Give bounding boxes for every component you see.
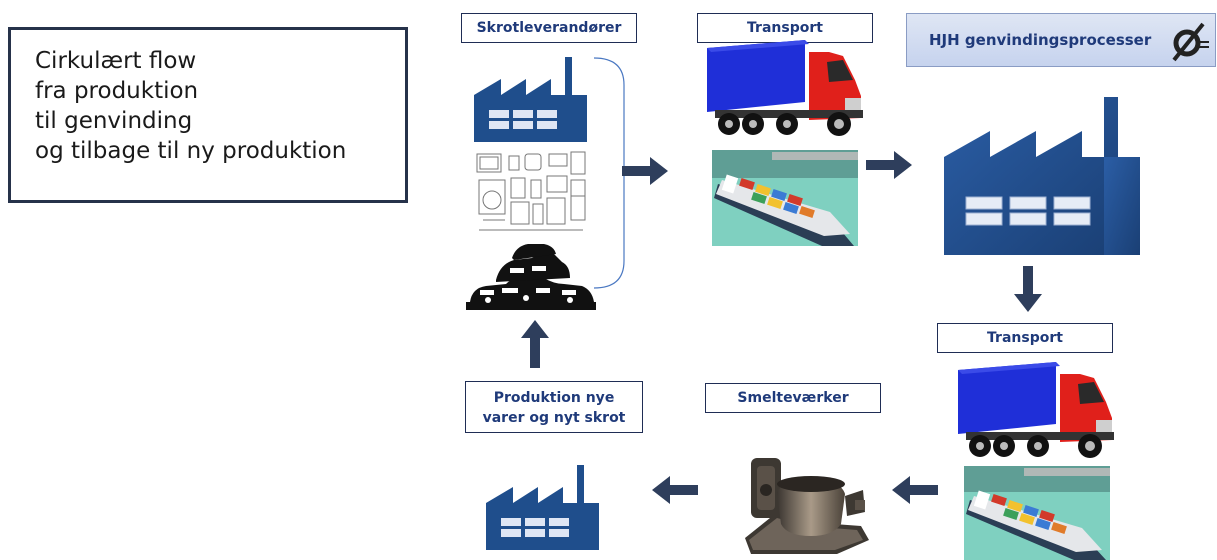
arrow-down-to-transport xyxy=(1014,266,1042,312)
arrow-right-to-hjh xyxy=(866,151,912,179)
hjh-logo-icon xyxy=(1172,22,1209,62)
scrap-car-pile-icon xyxy=(466,244,596,310)
label-transport-right: Transport xyxy=(937,323,1113,353)
label-transport-top: Transport xyxy=(697,13,873,43)
intro-box: Cirkulært flow fra produktion til genvin… xyxy=(8,27,408,203)
label-skrotleverandoerer: Skrotleverandører xyxy=(461,13,637,43)
factory-icon xyxy=(486,465,599,550)
hjh-label-text: HJH genvindingsprocesser xyxy=(929,31,1152,49)
truck-icon xyxy=(707,40,863,136)
ship-icon xyxy=(964,466,1110,560)
ladle-icon xyxy=(745,458,869,554)
factory-icon xyxy=(944,97,1140,255)
arrow-left-to-smelter xyxy=(892,476,938,504)
arrow-up-to-suppliers xyxy=(521,320,549,368)
factory-icon xyxy=(474,57,587,142)
label-smeltevaerker: Smelteværker xyxy=(705,383,881,413)
label-produktion: Produktion nye varer og nyt skrot xyxy=(465,381,643,433)
arrow-left-to-production xyxy=(652,476,698,504)
truck-icon xyxy=(958,362,1114,458)
label-hjh: HJH genvindingsprocesser xyxy=(906,13,1216,67)
appliances-icon xyxy=(476,151,586,231)
intro-text: Cirkulært flow fra produktion til genvin… xyxy=(35,48,347,164)
arrow-right-to-transport xyxy=(622,157,668,185)
ship-icon xyxy=(712,150,858,246)
